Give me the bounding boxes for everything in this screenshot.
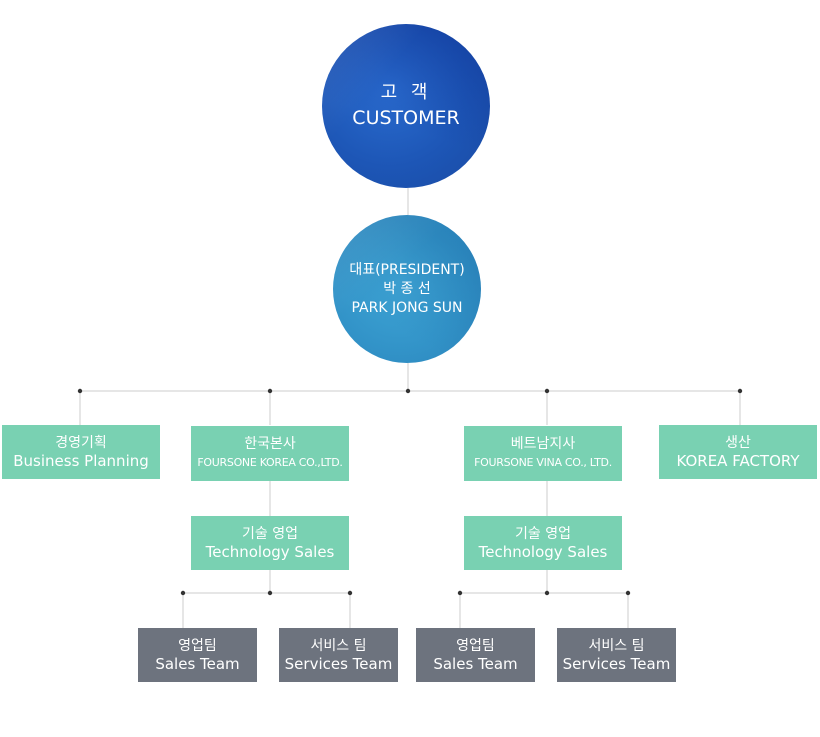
vietnam-services-team-ko: 서비스 팀 [588, 637, 645, 654]
korea-sales-team-ko: 영업팀 [178, 637, 217, 654]
junction-dot [267, 590, 273, 596]
vietnam-tech-sales-node: 기술 영업 Technology Sales [464, 516, 622, 570]
business-planning-ko: 경영기획 [55, 434, 107, 451]
vietnam-tech-sales-en: Technology Sales [478, 542, 608, 561]
customer-label-en: CUSTOMER [352, 107, 460, 129]
korea-tech-sales-en: Technology Sales [205, 542, 335, 561]
vietnam-tech-sales-ko: 기술 영업 [515, 525, 571, 542]
junction-dot [457, 590, 463, 596]
vietnam-branch-node: 베트남지사 FOURSONE VINA CO., LTD. [464, 426, 622, 481]
korea-tech-sales-ko: 기술 영업 [242, 525, 298, 542]
korea-services-team-en: Services Team [284, 654, 393, 673]
customer-label-ko: 고 객 [380, 82, 432, 103]
vietnam-sales-team-node: 영업팀 Sales Team [416, 628, 535, 682]
vietnam-services-team-en: Services Team [562, 654, 671, 673]
president-node: 대표(PRESIDENT) 박 종 선 PARK JONG SUN [333, 215, 481, 363]
junction-dot [405, 388, 411, 394]
korea-services-team-node: 서비스 팀 Services Team [279, 628, 398, 682]
korea-sales-team-node: 영업팀 Sales Team [138, 628, 257, 682]
korea-factory-node: 생산 KOREA FACTORY [659, 425, 817, 479]
junction-dot [267, 388, 273, 394]
korea-factory-ko: 생산 [725, 434, 751, 451]
business-planning-en: Business Planning [13, 451, 149, 470]
vietnam-branch-ko: 베트남지사 [510, 436, 576, 452]
vietnam-sales-team-ko: 영업팀 [456, 637, 495, 654]
business-planning-node: 경영기획 Business Planning [2, 425, 160, 479]
customer-node: 고 객 CUSTOMER [322, 24, 490, 188]
korea-services-team-ko: 서비스 팀 [310, 637, 367, 654]
president-name-ko: 박 종 선 [383, 280, 431, 297]
junction-dot [625, 590, 631, 596]
vietnam-sales-team-en: Sales Team [433, 654, 518, 673]
junction-dot [544, 590, 550, 596]
korea-factory-en: KOREA FACTORY [676, 451, 800, 470]
junction-dot [180, 590, 186, 596]
junction-dot [347, 590, 353, 596]
korea-hq-node: 한국본사 FOURSONE KOREA CO.,LTD. [191, 426, 349, 481]
vietnam-branch-en: FOURSONE VINA CO., LTD. [474, 456, 612, 469]
president-name-en: PARK JONG SUN [351, 299, 463, 316]
korea-hq-en: FOURSONE KOREA CO.,LTD. [197, 456, 343, 469]
junction-dot [544, 388, 550, 394]
junction-dot [737, 388, 743, 394]
korea-sales-team-en: Sales Team [155, 654, 240, 673]
president-title: 대표(PRESIDENT) [349, 261, 465, 278]
korea-hq-ko: 한국본사 [244, 436, 296, 452]
junction-dot [77, 388, 83, 394]
vietnam-services-team-node: 서비스 팀 Services Team [557, 628, 676, 682]
korea-tech-sales-node: 기술 영업 Technology Sales [191, 516, 349, 570]
